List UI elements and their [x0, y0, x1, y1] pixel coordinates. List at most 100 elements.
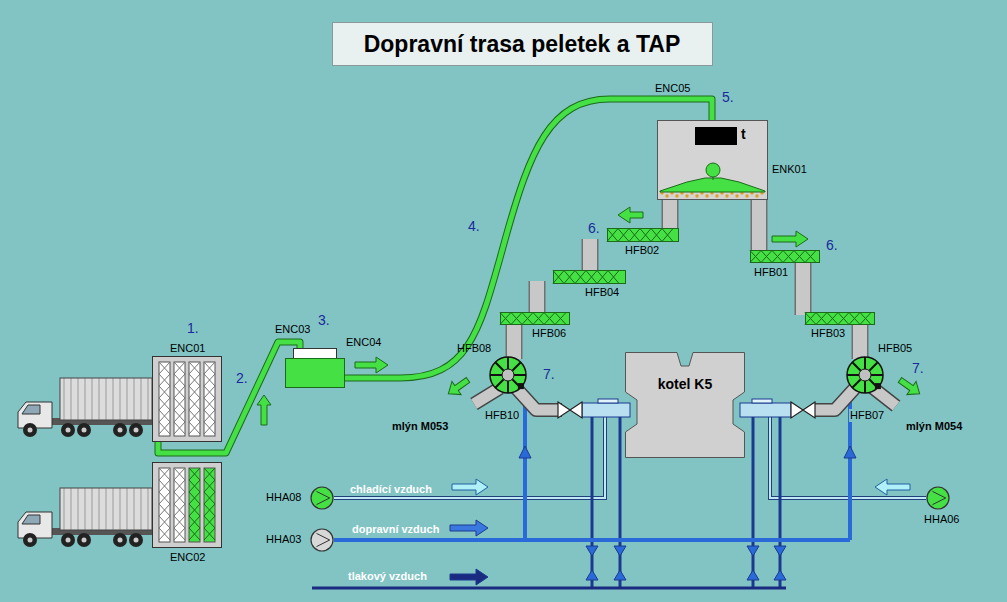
air-flow-arrow — [450, 446, 910, 585]
pellet — [755, 194, 758, 197]
callout-number: 1. — [187, 320, 199, 336]
chute-connector — [860, 322, 861, 359]
air-flow-arrow — [519, 446, 531, 458]
conveyor-hatch — [553, 271, 619, 284]
node-label: HFB02 — [625, 244, 659, 257]
conveyor-bar — [554, 271, 626, 284]
flow-arrow — [772, 231, 808, 247]
air-flow-arrow — [774, 546, 786, 556]
fan-symbol — [311, 529, 333, 551]
rotary-vane — [507, 357, 509, 369]
storage-container: ENC01 — [152, 356, 222, 442]
callout-number: 3. — [318, 312, 330, 328]
pellet — [705, 194, 708, 197]
flow-arrow — [257, 395, 271, 425]
boiler-outline — [626, 353, 745, 458]
air-pipe — [591, 416, 594, 588]
node-label: HFB08 — [457, 342, 491, 355]
callout-number: 2. — [236, 370, 248, 386]
node-label: HHA08 — [266, 491, 301, 504]
container-hatch — [159, 362, 170, 434]
storage-container: ENC02 — [152, 462, 222, 548]
node-label: HHA03 — [266, 533, 301, 546]
air-pipe — [312, 400, 926, 588]
container-bay — [204, 362, 215, 436]
conveyor: HFB04 — [553, 270, 626, 284]
air-flow-arrow — [844, 446, 856, 458]
mill-name: mlýn M054 — [906, 420, 962, 433]
rotary-feeder — [847, 357, 883, 393]
rotary-vane — [495, 362, 503, 370]
chute-fill — [583, 239, 597, 273]
conveyor-outline — [607, 228, 679, 242]
conveyor: HFB01 — [750, 250, 820, 263]
air-pipe — [334, 417, 605, 498]
valve-symbol — [803, 402, 815, 418]
truck — [18, 488, 152, 547]
rotary-feeder: HFB08 — [489, 356, 527, 394]
chute-fill — [752, 197, 766, 253]
conveyor-bar — [751, 251, 820, 263]
rotary-feeder-outline — [489, 356, 527, 394]
silo-body — [658, 121, 768, 200]
node-label: HFB04 — [585, 286, 619, 299]
rotary-vane — [507, 381, 509, 393]
edge-label: ENC03 — [275, 323, 310, 336]
truck — [18, 378, 152, 437]
conveyor-bar — [806, 313, 875, 325]
rotary-vane — [847, 374, 859, 376]
container-bay — [189, 362, 200, 436]
conveyor-hatch — [500, 313, 566, 325]
callout-number: 5. — [722, 89, 734, 105]
pellet-heap — [660, 178, 765, 192]
conveyor-bar — [608, 229, 679, 242]
rotary-vane — [852, 379, 860, 387]
rotary-feeder: HFB05 — [846, 356, 884, 394]
feeder-hopper — [294, 349, 337, 359]
conveyor-outline — [553, 270, 626, 284]
callout-number: 7. — [543, 366, 555, 382]
air-pipe — [752, 416, 755, 588]
fan-outline — [310, 528, 334, 552]
air-flow-arrow — [614, 546, 626, 556]
rotary-vane — [864, 357, 866, 369]
pellet — [695, 194, 698, 197]
node-label: ENK01 — [772, 163, 807, 176]
fan: HHA03 — [310, 528, 334, 552]
air-pipe — [779, 416, 782, 588]
air-pipe — [334, 417, 605, 498]
node-label: t — [741, 126, 746, 142]
node-label: HFB03 — [811, 327, 845, 340]
chute-fill — [663, 197, 677, 231]
mill-pipe — [812, 388, 855, 410]
rotary-hub — [502, 369, 514, 381]
node-label: HHA06 — [924, 513, 959, 526]
conveyor: HFB03 — [805, 312, 875, 325]
container-hatch — [204, 468, 215, 540]
belt-outline — [345, 99, 712, 378]
rotary-drive — [875, 383, 881, 389]
node-label: HFB06 — [532, 327, 566, 340]
air-flow-arrow — [875, 479, 910, 495]
container-bay — [189, 468, 200, 542]
conveyor-outline — [750, 250, 820, 263]
mill-pipe — [516, 388, 562, 410]
chute-outline — [662, 197, 679, 231]
feeder-box-outline — [285, 348, 345, 388]
chute-outline — [751, 197, 768, 253]
pellet — [745, 194, 748, 197]
boiler-box: kotel K5 — [625, 352, 745, 458]
rotary-vane — [869, 362, 877, 370]
flow-arrow — [355, 357, 388, 373]
burner-pipe — [740, 403, 791, 417]
chute-connector — [670, 197, 671, 231]
line-name: dopravní vzduch — [352, 523, 439, 536]
part-name: HFB10 — [484, 409, 520, 422]
air-pipe — [312, 587, 786, 590]
fan-symbol — [317, 491, 330, 504]
conveyor-hatch — [750, 251, 816, 263]
fan-symbol — [317, 533, 330, 546]
node-label: ENC04 — [346, 336, 381, 349]
air-pipe — [523, 402, 527, 540]
